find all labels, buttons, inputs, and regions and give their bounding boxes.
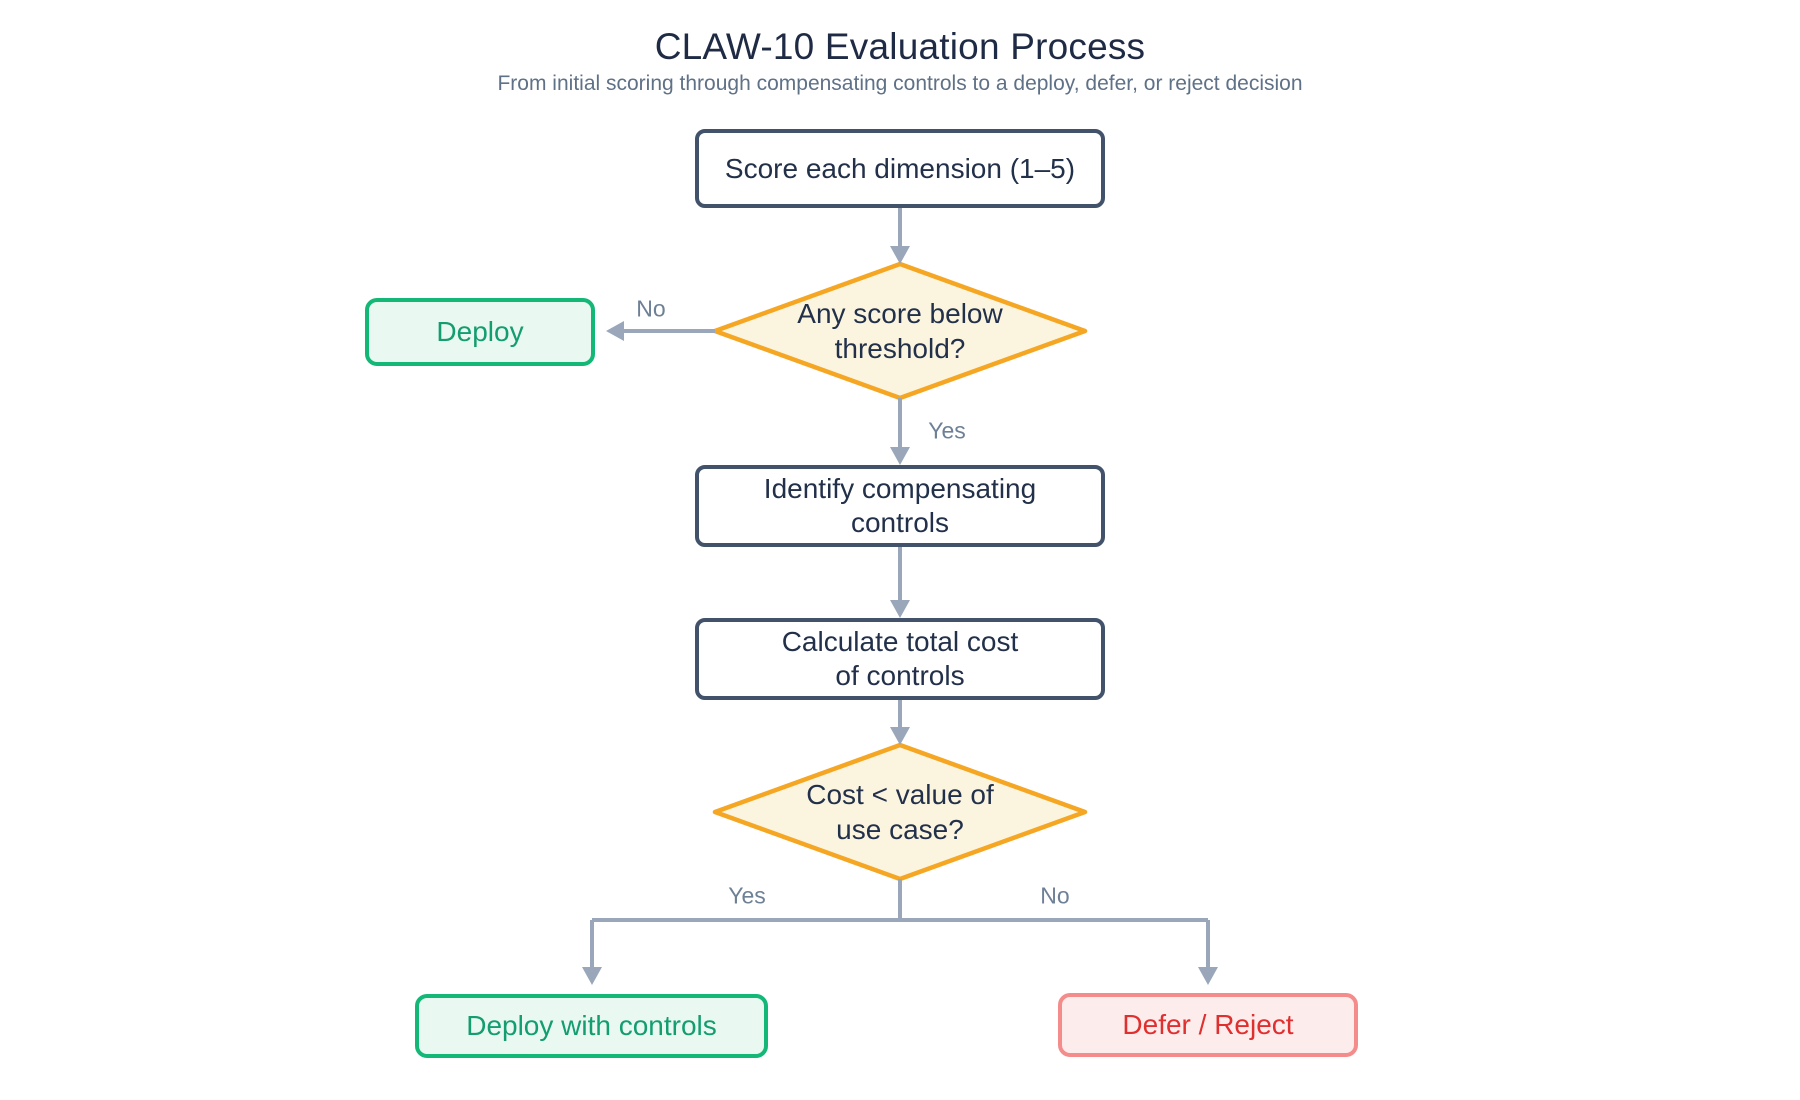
node-calculate-cost: Calculate total cost of controls: [695, 618, 1105, 700]
node-deploy-with-controls: Deploy with controls: [415, 994, 768, 1058]
node-deploy: Deploy: [365, 298, 595, 366]
edge-label-cost-no: No: [1040, 882, 1070, 909]
arrowhead-cost-value-to-defer: [1198, 967, 1218, 985]
diagram-subtitle: From initial scoring through compensatin…: [497, 72, 1303, 95]
node-score-dimensions: Score each dimension (1–5): [695, 129, 1105, 208]
diagram-title: CLAW-10 Evaluation Process: [654, 26, 1146, 67]
branch-connector-cost-value: [590, 879, 1210, 968]
node-threshold-decision-label: Any score below threshold?: [797, 298, 1003, 364]
node-defer-reject: Defer / Reject: [1058, 993, 1358, 1057]
arrowhead-threshold-to-identify: [890, 447, 910, 465]
arrowhead-cost-value-to-deploy-controls: [582, 967, 602, 985]
arrowhead-score-to-threshold: [890, 246, 910, 264]
node-cost-value-decision-label: Cost < value of use case?: [806, 779, 994, 845]
edge-label-cost-yes: Yes: [728, 882, 766, 909]
arrowhead-threshold-to-deploy: [606, 321, 624, 341]
edge-label-threshold-no: No: [636, 295, 666, 322]
edge-label-threshold-yes: Yes: [928, 417, 966, 444]
arrowhead-identify-to-calculate: [890, 600, 910, 618]
node-identify-controls: Identify compensating controls: [695, 465, 1105, 547]
arrowhead-calculate-to-cost-value: [890, 727, 910, 745]
